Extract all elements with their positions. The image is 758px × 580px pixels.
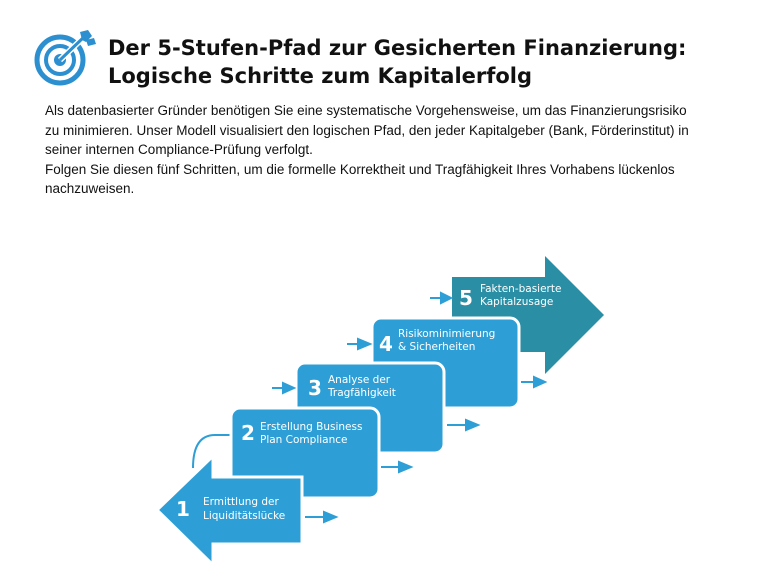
- step-3-right-arrow-icon: [447, 418, 481, 432]
- target-arrow-icon: [34, 30, 96, 86]
- step-3-left-arrow-icon: [272, 381, 297, 395]
- page-title: Der 5-Stufen-Pfad zur Gesicherten Finanz…: [108, 34, 738, 90]
- title-line-2: Logische Schritte zum Kapitalerfolg: [108, 64, 533, 88]
- five-step-staircase-diagram: 5 Fakten-basierte Kapitalzusage 4 Risiko…: [154, 256, 604, 569]
- step-1: 1 Ermittlung der Liquiditätslücke: [154, 452, 304, 569]
- intro-line-1: Als datenbasierter Gründer benötigen Sie…: [45, 103, 687, 118]
- step-1-label-line-1: Ermittlung der: [203, 496, 280, 508]
- step-3-number: 3: [308, 376, 322, 400]
- step-2-label-line-2: Plan Compliance: [260, 434, 347, 446]
- intro-line-3: seiner internen Compliance-Prüfung verfo…: [45, 142, 313, 157]
- intro-line-4: Folgen Sie diesen fünf Schritten, um die…: [45, 161, 675, 177]
- step-4-right-arrow-icon: [521, 375, 548, 389]
- step-1-right-arrow-icon: [305, 510, 339, 524]
- step-1-arrow-shape: [154, 452, 304, 569]
- step-5-label-line-2: Kapitalzusage: [480, 296, 553, 308]
- step-4-label-line-2: & Sicherheiten: [398, 341, 475, 353]
- step-2-right-arrow-icon: [381, 460, 414, 474]
- intro-paragraph: Als datenbasierter Gründer benötigen Sie…: [45, 101, 745, 199]
- step-4-left-arrow-icon: [347, 337, 373, 351]
- step-2-number: 2: [241, 421, 255, 445]
- step-3-label-line-1: Analyse der: [328, 374, 391, 386]
- connector-bracket: [192, 434, 232, 469]
- step-4-number: 4: [379, 332, 393, 356]
- step-4-label-line-1: Risikominimierung: [398, 328, 495, 340]
- step-5-left-arrow-icon: [430, 291, 454, 305]
- step-5-number: 5: [459, 286, 473, 310]
- step-5-label-line-1: Fakten-basierte: [480, 283, 561, 295]
- step-1-label-line-2: Liquiditätslücke: [203, 510, 285, 522]
- intro-line-5: nachzuweisen.: [45, 181, 135, 196]
- step-1-number: 1: [176, 497, 190, 521]
- intro-line-2: zu minimieren. Unser Modell visualisiert…: [45, 122, 689, 138]
- step-2-label-line-1: Erstellung Business: [260, 421, 362, 433]
- title-line-1: Der 5-Stufen-Pfad zur Gesicherten Finanz…: [108, 36, 687, 60]
- step-3-label-line-2: Tragfähigkeit: [327, 387, 396, 399]
